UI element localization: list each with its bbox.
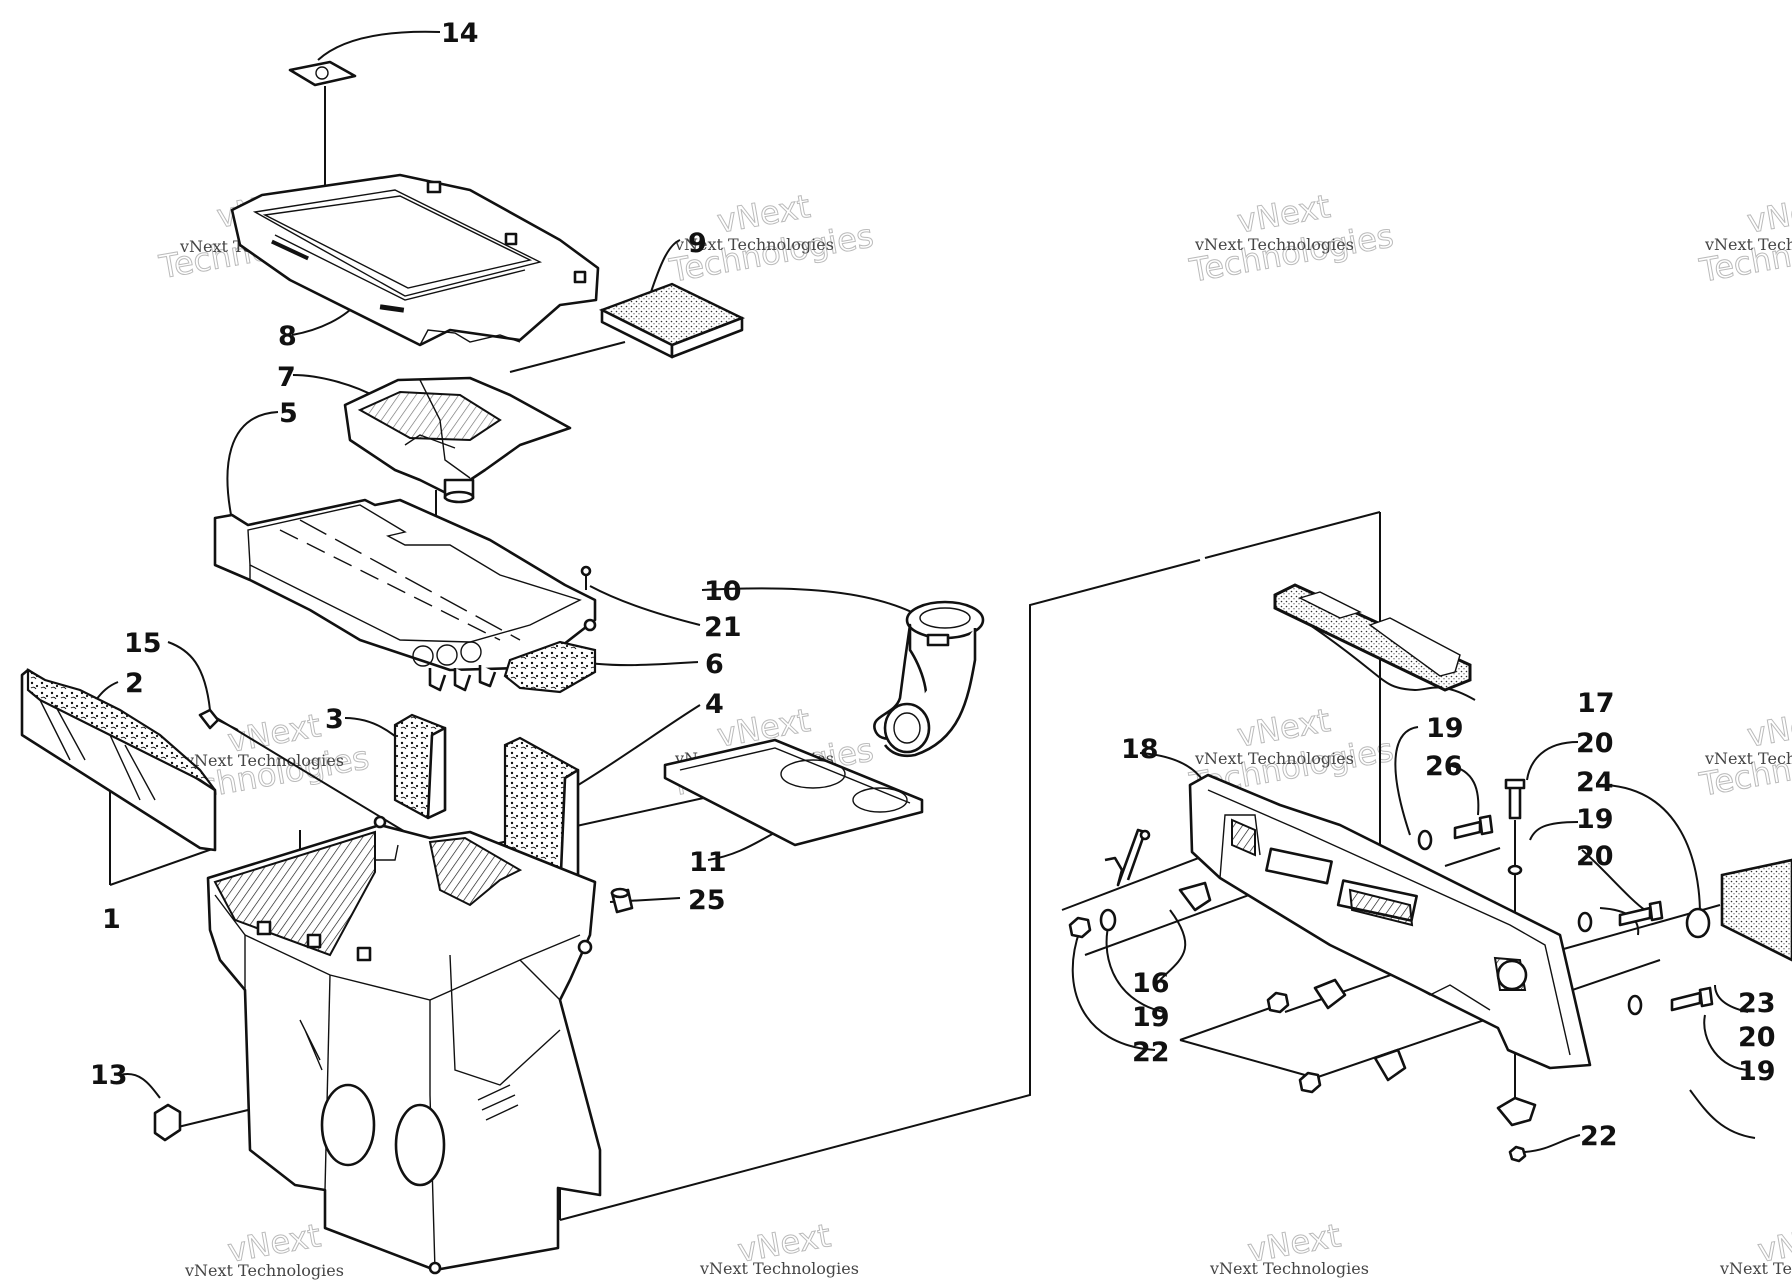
hardware-nut <box>1068 916 1527 1163</box>
callout-7: 7 <box>277 362 296 393</box>
svg-text:vNext Technologies: vNext Technologies <box>674 235 834 254</box>
callout-2: 2 <box>125 668 144 699</box>
part-25-plug <box>610 887 634 914</box>
part-7-air-guide <box>343 376 572 504</box>
callout-25: 25 <box>688 885 726 916</box>
svg-text:vNext: vNext <box>1744 701 1792 755</box>
svg-text:vNext Technologies: vNext Technologies <box>699 1259 859 1278</box>
callout-9: 9 <box>688 228 707 259</box>
callout-16: 16 <box>1132 968 1170 999</box>
part-5-plate <box>213 498 597 692</box>
watermark: vNext vNext Technologies <box>699 1216 859 1278</box>
part-17-gasket <box>1273 583 1472 692</box>
callout-19: 19 <box>1426 713 1464 744</box>
callout-20: 20 <box>1576 728 1614 759</box>
part-13-clip <box>153 1103 182 1142</box>
svg-text:vNext Technologies: vNext Technologies <box>184 751 344 770</box>
callout-20: 20 <box>1738 1022 1776 1053</box>
watermark: vNext Technologies vNext Technologies <box>1696 701 1792 805</box>
watermark: vNext vNext Technologies <box>184 1216 344 1280</box>
part-6-foam <box>503 640 597 694</box>
callout-22: 22 <box>1132 1037 1170 1068</box>
part-23-filter <box>1720 858 1792 962</box>
part-16-rod <box>1104 828 1151 887</box>
watermark: vNext vNext Technologies <box>1719 1216 1792 1278</box>
callout-17: 17 <box>1577 688 1615 719</box>
callout-10: 10 <box>704 576 742 607</box>
hardware-bolt <box>1453 778 1714 1012</box>
callout-23: 23 <box>1738 988 1776 1019</box>
part-2-panel <box>20 668 217 852</box>
part-10-duct <box>873 600 985 758</box>
svg-text:vNext Technologies: vNext Technologies <box>184 1261 344 1280</box>
part-3-foam <box>393 713 447 820</box>
part-11-gasket <box>663 738 924 847</box>
watermark: vNext Technologies vNext Technologies <box>1696 187 1792 291</box>
svg-text:vNext Technologies: vNext Technologies <box>1704 749 1792 768</box>
svg-text:vNext Technologies: vNext Technologies <box>1194 749 1354 768</box>
callout-21: 21 <box>704 612 742 643</box>
callout-18: 18 <box>1121 734 1159 765</box>
callout-19: 19 <box>1576 804 1614 835</box>
callout-8: 8 <box>278 321 297 352</box>
callout-19: 19 <box>1132 1002 1170 1033</box>
callout-24: 24 <box>1576 767 1614 798</box>
callout-labels: 14 9 8 7 5 10 21 15 2 6 3 4 11 25 1 13 1… <box>90 18 1776 1152</box>
part-14-plate <box>288 60 357 87</box>
callout-19: 19 <box>1738 1056 1776 1087</box>
callout-22: 22 <box>1580 1121 1618 1152</box>
part-9-filter <box>598 282 746 359</box>
callout-13: 13 <box>90 1060 128 1091</box>
part-1-airbox <box>206 815 602 1275</box>
part-8-lid <box>230 173 600 347</box>
part-21-screw <box>580 565 592 590</box>
callout-3: 3 <box>325 704 344 735</box>
part-18-housing <box>1188 773 1592 1070</box>
callout-6: 6 <box>705 649 724 680</box>
watermark: vNext vNext Technologies <box>1209 1216 1369 1278</box>
svg-text:vNext Technologies: vNext Technologies <box>1209 1259 1369 1278</box>
callout-20: 20 <box>1576 841 1614 872</box>
svg-text:vNext Technologies: vNext Technologies <box>1194 235 1354 254</box>
svg-text:vNext Technologies: vNext Technologies <box>1704 235 1792 254</box>
svg-text:vNext: vNext <box>1744 187 1792 241</box>
callout-11: 11 <box>689 847 727 878</box>
hardware-washer <box>1099 829 1711 1016</box>
callout-14: 14 <box>441 18 479 49</box>
callout-5: 5 <box>279 398 298 429</box>
callout-4: 4 <box>705 689 724 720</box>
callout-1: 1 <box>102 904 121 935</box>
svg-text:vNext Technologies: vNext Technologies <box>1719 1259 1792 1278</box>
watermark: vNext Technologies vNext Technologies <box>1186 187 1397 291</box>
callout-26: 26 <box>1425 751 1463 782</box>
callout-15: 15 <box>124 628 162 659</box>
part-15-bolt <box>198 708 239 731</box>
hardware-plate <box>1178 881 1537 1127</box>
